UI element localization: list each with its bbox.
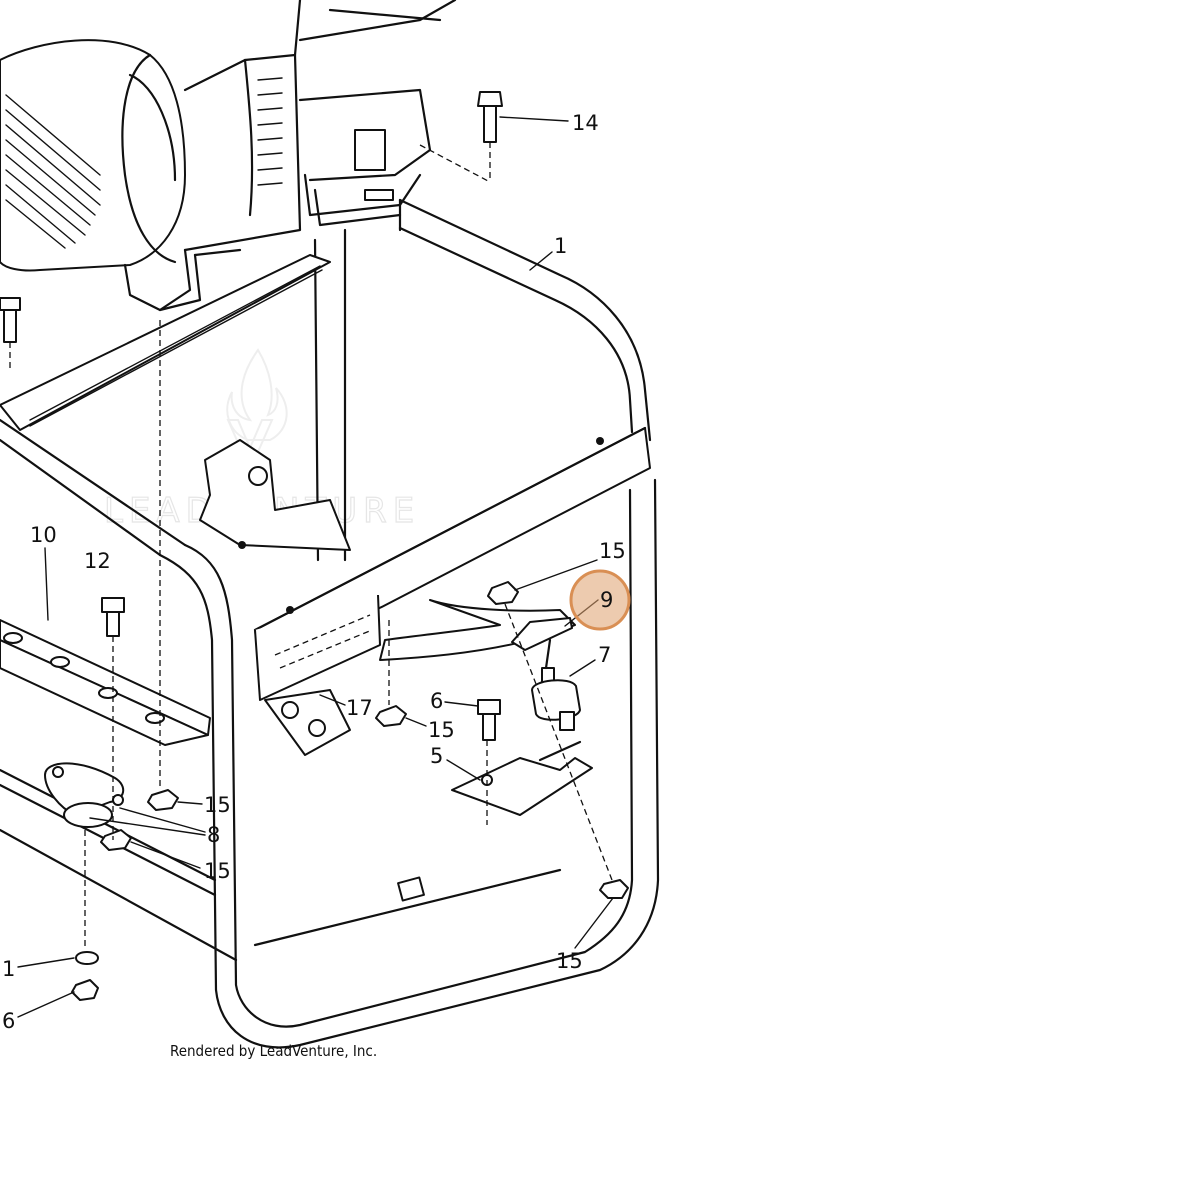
callout-6-bottom[interactable]: 6	[2, 1009, 15, 1033]
callout-15-top[interactable]: 15	[599, 539, 626, 563]
callout-6-center[interactable]: 6	[430, 689, 443, 713]
callout-10[interactable]: 10	[30, 523, 57, 547]
fasteners	[0, 91, 629, 1001]
part-10-rail	[0, 619, 211, 746]
part-5-plate	[451, 740, 593, 816]
callout-highlight	[569, 569, 631, 631]
nut-15e	[599, 879, 629, 899]
base-plate	[379, 599, 576, 661]
callout-1-bottom[interactable]: 1	[2, 957, 15, 981]
part-17-bracket	[264, 689, 351, 756]
nut-15d	[100, 829, 132, 851]
callout-5[interactable]: 5	[430, 744, 443, 768]
assembly-lines	[9, 142, 613, 950]
part-7-isolator	[531, 638, 581, 731]
callout-9[interactable]: 9	[600, 588, 613, 612]
callout-14[interactable]: 14	[572, 111, 599, 135]
callout-15-center[interactable]: 15	[428, 718, 455, 742]
callout-15-left[interactable]: 15	[204, 793, 231, 817]
nut-15a	[487, 581, 519, 605]
bolt-left-top	[0, 297, 21, 343]
part-9-bracket	[511, 617, 573, 651]
front-cross-bar	[253, 426, 651, 701]
callout-17[interactable]: 17	[346, 696, 373, 720]
generator-assembly	[0, 0, 457, 312]
washer-1	[75, 951, 99, 965]
bolt-12	[101, 597, 125, 637]
render-credit: Rendered by LeadVenture, Inc.	[170, 1042, 377, 1060]
callout-15-lower-left[interactable]: 15	[204, 859, 231, 883]
engine-mount-bracket	[199, 439, 351, 551]
callout-labels: 14 1 10 12 15 9 7 6 15 17 5 15 8 15 15 1…	[2, 111, 626, 1033]
callout-8[interactable]: 8	[207, 823, 220, 847]
callout-7[interactable]: 7	[598, 643, 611, 667]
nut-15c	[147, 789, 179, 811]
cooling-fins	[257, 77, 283, 186]
generator-vent-lines	[5, 94, 101, 249]
callout-12[interactable]: 12	[84, 549, 111, 573]
callout-1[interactable]: 1	[554, 234, 567, 258]
bolt-14	[477, 91, 503, 143]
leader-lines	[17, 116, 614, 1018]
rear-cross-member	[0, 254, 331, 431]
square-nut	[397, 876, 425, 902]
bolt-6	[477, 699, 501, 741]
frame-tube	[0, 198, 660, 1049]
nut-6	[71, 979, 99, 1001]
callout-15-bottom[interactable]: 15	[556, 949, 583, 973]
nut-15b	[375, 705, 407, 727]
part-8-mount	[44, 762, 125, 828]
